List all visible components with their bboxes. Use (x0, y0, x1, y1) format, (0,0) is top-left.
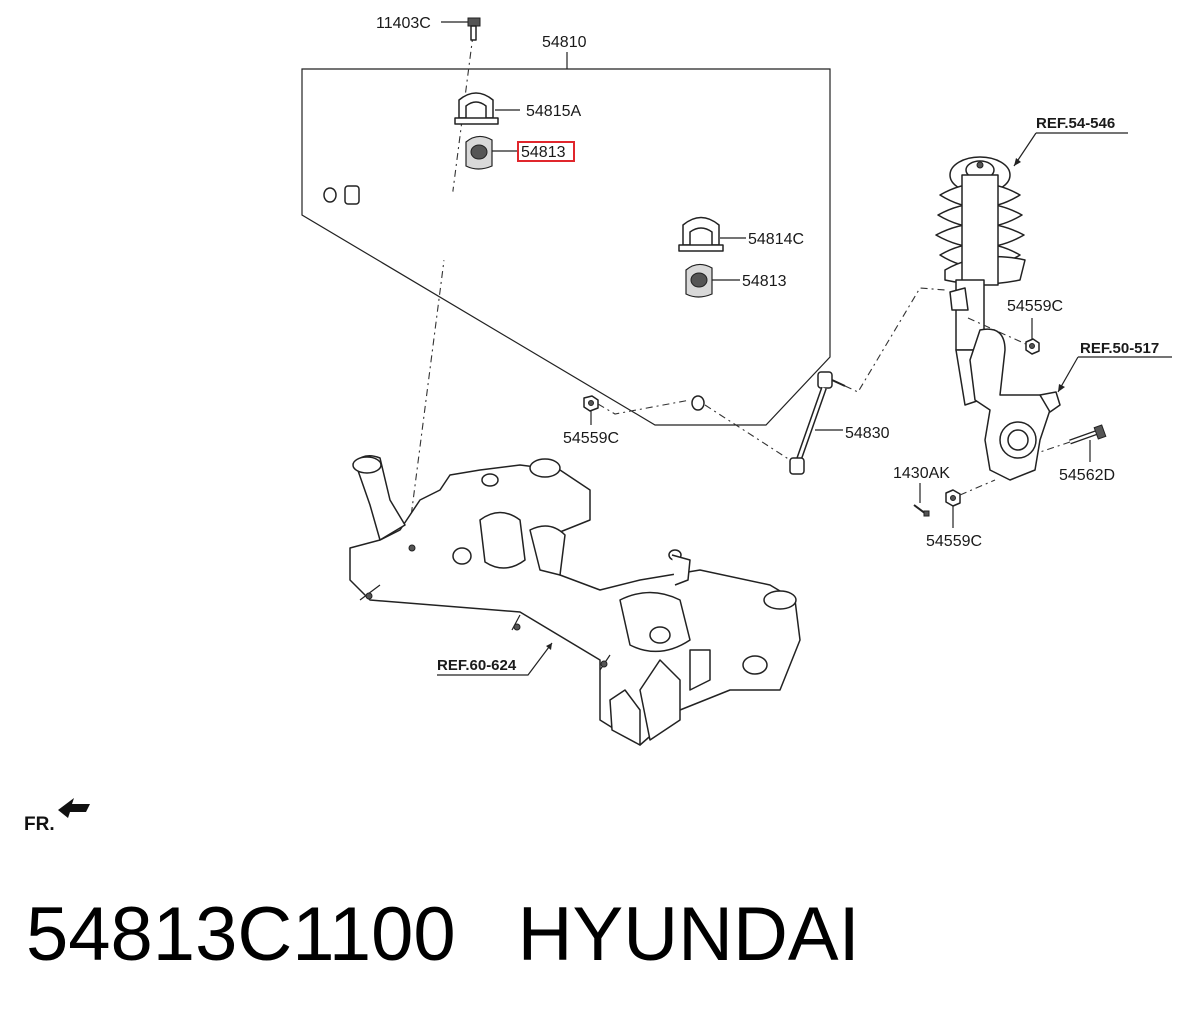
dashed-lower-nut (959, 479, 996, 496)
label-54562d[interactable]: 54562D (1059, 467, 1115, 484)
arrow-ref-50-517 (1058, 384, 1065, 392)
bracket-54815a-icon (454, 92, 499, 125)
label-54813[interactable]: 54813 (742, 273, 787, 290)
arrow-ref-54-546 (1014, 158, 1021, 166)
bar-clip (344, 185, 360, 205)
bolt-54562d-icon (1069, 424, 1107, 445)
bolt-1430ak-icon (913, 504, 930, 517)
label-54813-highlight[interactable]: 54813 (521, 144, 566, 161)
stabilizer-bar (327, 183, 741, 403)
ref-60-624[interactable]: REF.60-624 (437, 657, 517, 674)
ref-54-546[interactable]: REF.54-546 (1036, 115, 1115, 132)
highlight-box (517, 141, 575, 162)
bolt-11403c-icon (467, 17, 481, 41)
nut-54559c-lower-icon (945, 489, 961, 507)
leader-ref-60-624 (437, 642, 553, 676)
dashed-upper-nut (967, 317, 1029, 346)
nut-54559c-left-icon (583, 395, 599, 412)
front-label: FR. (24, 814, 55, 835)
label-54815a[interactable]: 54815A (526, 103, 581, 120)
dashed-54562d (1039, 441, 1071, 453)
caption: 54813C1100 HYUNDAI (26, 880, 1176, 990)
bar-end-left (323, 187, 337, 203)
arrow-ref-60-624 (546, 643, 552, 650)
bracket-54814c-icon (678, 216, 724, 252)
bar-end-right (691, 395, 705, 411)
label-54559c-left[interactable]: 54559C (563, 430, 619, 447)
link-54830-icon (789, 371, 846, 475)
bushing-54813-icon (685, 263, 713, 298)
dashed-link-upper (844, 287, 946, 393)
label-1430ak[interactable]: 1430AK (893, 465, 950, 482)
ref-50-517[interactable]: REF.50-517 (1080, 340, 1159, 357)
dashed-left-nut (597, 399, 691, 415)
knuckle-icon (969, 328, 1061, 481)
label-54814c[interactable]: 54814C (748, 231, 804, 248)
brand-name: HYUNDAI (517, 892, 860, 977)
part-number: 54813C1100 (26, 892, 456, 977)
front-arrow-icon (58, 798, 90, 818)
label-54559c-lower[interactable]: 54559C (926, 533, 982, 550)
parts-diagram: 11403C 54810 54815A 54813 54814C 54813 5… (24, 15, 1172, 835)
label-11403c[interactable]: 11403C (376, 15, 431, 32)
nut-54559c-upper-icon (1025, 338, 1040, 355)
label-54830[interactable]: 54830 (845, 425, 890, 442)
label-54810[interactable]: 54810 (542, 34, 587, 51)
label-54559c-upper[interactable]: 54559C (1007, 298, 1063, 315)
bushing-54813-highlight-icon (465, 135, 493, 170)
assembly-outline (301, 68, 831, 426)
stabilizer-bar-fill (326, 180, 744, 406)
crossmember-icon (349, 455, 801, 746)
